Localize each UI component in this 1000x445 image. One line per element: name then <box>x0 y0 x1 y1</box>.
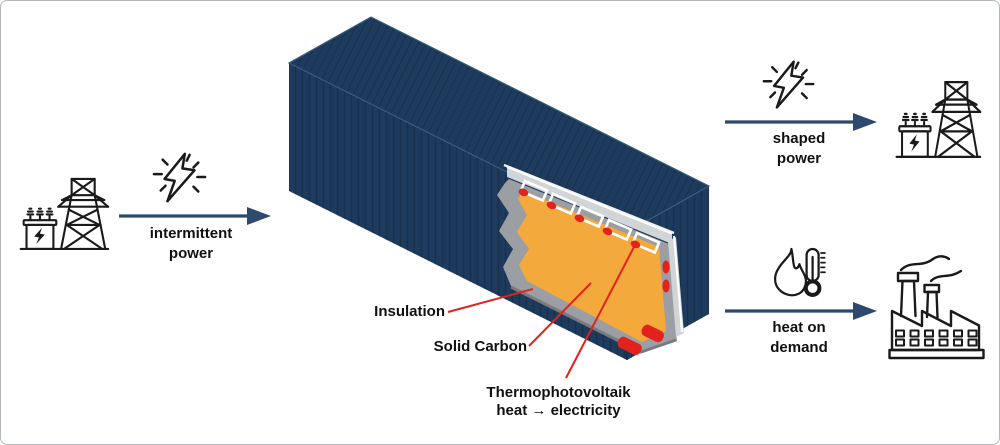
tpv-label-line1: Thermophotovoltaik <box>486 384 631 401</box>
tpv-leader-line <box>565 244 636 379</box>
caption-line: intermittent <box>149 225 233 242</box>
spark-lightning-icon <box>152 152 207 203</box>
power-grid-icon <box>19 177 110 251</box>
storage-container-graphic <box>287 16 711 379</box>
tpv-module <box>602 218 633 242</box>
tpv-module <box>518 179 549 203</box>
power-grid-icon <box>895 81 982 159</box>
tpv-module <box>546 192 577 216</box>
caption-line: power <box>168 245 214 262</box>
front-frame-strip <box>662 235 684 337</box>
tpv-modules <box>518 179 661 255</box>
caption-line: shaped <box>772 130 826 147</box>
cutaway-bottom-shadow <box>510 285 677 354</box>
shaped-power-caption: shaped power <box>734 129 864 169</box>
insulation-label: Insulation <box>374 303 445 320</box>
bottom-red-units <box>617 324 664 356</box>
factory-icon <box>888 255 985 360</box>
caption-line: power <box>776 150 822 167</box>
insulation-leader-line <box>447 288 534 313</box>
tpv-label-line2: heat → electricity <box>496 402 621 419</box>
tpv-module <box>630 231 661 255</box>
heat-demand-caption: heat on demand <box>734 318 864 358</box>
carbon-core <box>517 191 666 342</box>
tpv-rail <box>506 166 673 244</box>
input-flow-caption: intermittent power <box>126 224 256 264</box>
caption-line: heat on <box>772 319 826 336</box>
leader-lines <box>447 244 636 379</box>
caption-line: demand <box>770 339 828 356</box>
tpv-module <box>574 205 605 229</box>
tpv-label: Thermophotovoltaik heat → electricity <box>461 384 656 420</box>
spark-lightning-icon <box>762 60 815 109</box>
solid-carbon-label: Solid Carbon <box>433 338 527 355</box>
solid-carbon-leader-line <box>528 282 592 347</box>
flame-thermometer-icon <box>773 247 826 297</box>
